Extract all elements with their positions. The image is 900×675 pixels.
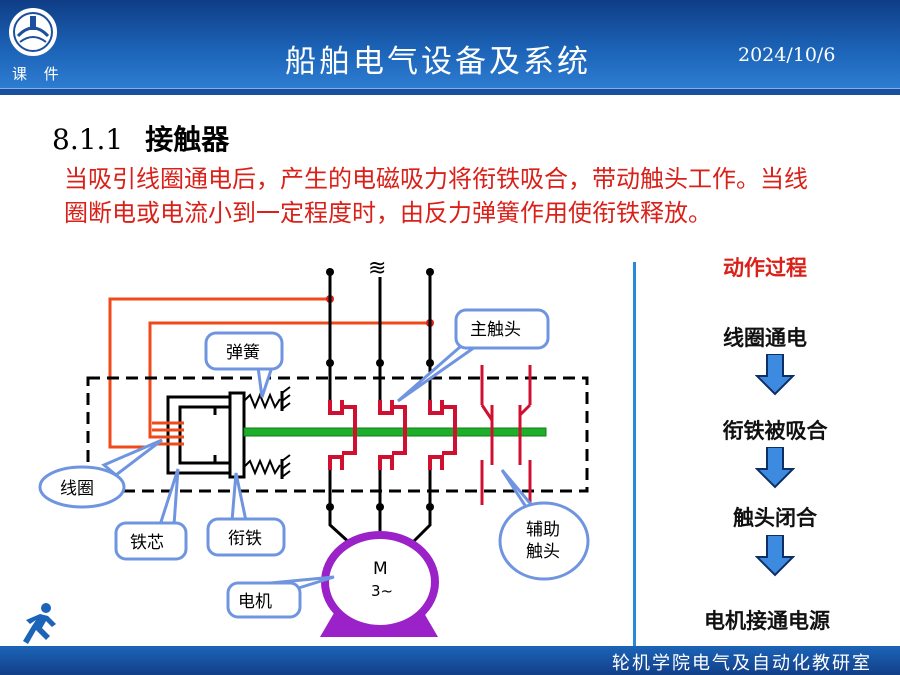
- header-stripe: [0, 88, 900, 95]
- description-text: 当吸引线圈通电后，产生的电磁吸力将衔铁吸合，带动触头工作。当线圈断电或电流小到一…: [64, 165, 808, 227]
- push-rod: [243, 427, 547, 437]
- label-motor: 电机: [238, 592, 272, 612]
- motor-symbol-m: M: [373, 559, 388, 579]
- label-aux-contact-1: 辅助: [526, 520, 560, 540]
- label-spring: 弹簧: [226, 343, 260, 363]
- down-arrow-icon: [755, 354, 795, 396]
- label-aux-contact-2: 触头: [526, 542, 560, 562]
- flow-step-motor-powered: 电机接通电源: [704, 609, 830, 633]
- main-contacts: [328, 400, 457, 470]
- callout-core: 铁芯: [114, 468, 188, 561]
- armature-block: [228, 391, 246, 479]
- motor-icon: [320, 531, 439, 637]
- running-man-icon: [23, 603, 56, 644]
- header-bar: [0, 0, 900, 92]
- flow-step-armature-attracted: 衔铁被吸合: [722, 419, 828, 443]
- callout-aux-contact: 辅助 触头: [498, 469, 590, 581]
- springs: [243, 386, 291, 479]
- motor-leads: [328, 470, 432, 547]
- supply-symbol: ≋: [368, 256, 386, 281]
- courseware-label: 课 件: [12, 65, 65, 83]
- flow-step-contacts-closed: 触头闭合: [733, 506, 817, 530]
- supply-lines: [328, 273, 432, 400]
- label-armature: 衔铁: [228, 529, 262, 549]
- university-logo-icon: [9, 8, 57, 56]
- label-main-contact: 主触头: [470, 320, 521, 340]
- label-core: 铁芯: [130, 533, 164, 553]
- section-heading: 8.1.1 接触器: [52, 118, 229, 158]
- vertical-divider: [633, 262, 636, 650]
- footer-bar: [0, 646, 900, 675]
- label-coil: 线圈: [60, 479, 94, 499]
- page-title: 船舶电气设备及系统: [285, 44, 591, 80]
- footer-text: 轮机学院电气及自动化教研室: [612, 653, 872, 674]
- section-name: 接触器: [145, 123, 230, 156]
- iron-core: [166, 395, 230, 475]
- slide-date: 2024/10/6: [738, 44, 836, 66]
- aux-contacts: [480, 365, 532, 505]
- down-arrow-icon: [755, 535, 795, 577]
- section-number: 8.1.1: [52, 123, 124, 156]
- callout-main-contact: 主触头: [397, 308, 550, 403]
- flow-title: 动作过程: [723, 256, 807, 280]
- flow-step-coil-energized: 线圈通电: [723, 326, 807, 350]
- contactor-enclosure: [86, 376, 589, 493]
- contactor-diagram: ≋: [38, 256, 590, 637]
- callout-coil: 线圈: [38, 438, 163, 509]
- motor-symbol-phase: 3~: [371, 582, 393, 600]
- callout-spring: 弹簧: [204, 331, 284, 398]
- callout-motor: 电机: [226, 575, 335, 619]
- callout-armature: 衔铁: [206, 472, 286, 557]
- down-arrow-icon: [755, 447, 795, 489]
